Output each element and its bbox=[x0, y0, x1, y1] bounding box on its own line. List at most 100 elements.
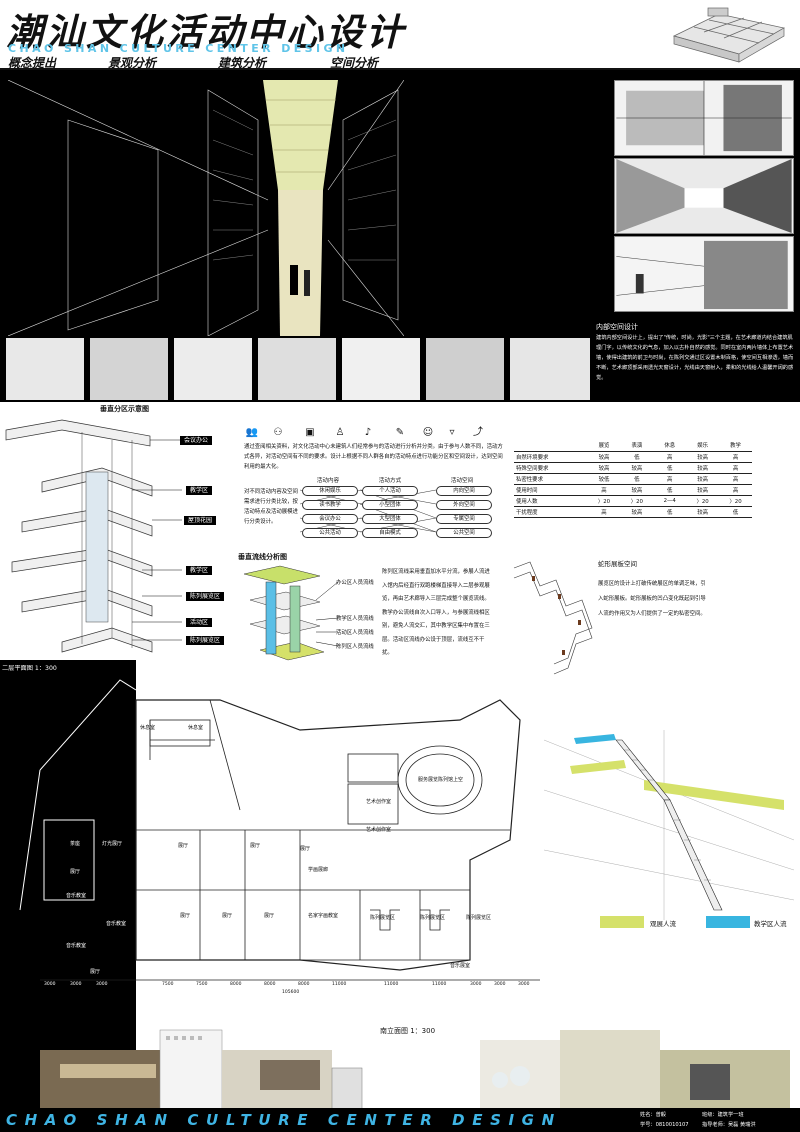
room-label: 艺术创作室 bbox=[366, 827, 392, 833]
table-cell: 高 bbox=[587, 484, 621, 496]
space-box-2: 外向空间 bbox=[436, 500, 492, 510]
tab-space[interactable]: 空间分析 bbox=[330, 56, 379, 70]
south-elevation-render bbox=[0, 1026, 790, 1110]
second-floor-plan bbox=[19, 679, 540, 981]
table-header: 教学 bbox=[719, 440, 752, 452]
dimension: 11000 bbox=[332, 982, 347, 987]
page-subtitle: CHAO SHAN CULTURE CENTER DESIGN bbox=[8, 42, 349, 55]
zone-label-roof-garden: 屋顶花园 bbox=[184, 516, 217, 525]
room-label: 休息室 bbox=[188, 725, 204, 731]
dimension: 7500 bbox=[196, 982, 208, 987]
tab-architecture[interactable]: 建筑分析 bbox=[218, 56, 267, 70]
zone-label-exhibition: 陈列展览区 bbox=[186, 592, 225, 601]
room-label: 服务展览陈列馆上空 bbox=[418, 777, 464, 783]
table-cell: 较高 bbox=[620, 462, 654, 474]
dimension: 3000 bbox=[518, 982, 530, 987]
table-cell: 低 bbox=[653, 506, 687, 518]
flow-leader-lines bbox=[316, 581, 338, 647]
space-box-3: 专属空间 bbox=[436, 514, 492, 524]
col-head-space: 活动空间 bbox=[450, 478, 474, 484]
side-render-1 bbox=[614, 80, 794, 156]
dance-icon: ☺ bbox=[422, 427, 434, 438]
zone-label-exhibition-2: 陈列展览区 bbox=[186, 636, 225, 645]
header-divider bbox=[0, 68, 800, 70]
table-row: 自然环境要求较高低高较高高 bbox=[514, 451, 752, 463]
legend-swatch-teaching bbox=[706, 916, 750, 928]
legend-label-visitor: 观展人流 bbox=[650, 920, 676, 928]
interior-perspective-render bbox=[8, 80, 404, 336]
table-row: 私密性要求较低低高较高高 bbox=[514, 473, 752, 485]
table-cell: 低 bbox=[653, 484, 687, 496]
vertical-zoning-title: 垂直分区示意图 bbox=[100, 405, 149, 413]
col-head-content: 活动内容 bbox=[316, 478, 340, 484]
interior-design-title: 内部空间设计 bbox=[596, 323, 638, 331]
exercise-icon: ⤴ bbox=[473, 427, 483, 438]
art-icon: ✎ bbox=[395, 427, 405, 438]
room-label: 展厅 bbox=[222, 913, 233, 919]
tab-concept[interactable]: 概念提出 bbox=[8, 56, 57, 70]
dimension: 3000 bbox=[44, 982, 56, 987]
dimension: 3000 bbox=[70, 982, 82, 987]
zone-label-teaching-2: 教学区 bbox=[186, 566, 213, 575]
footer-student-id: 学号：0810010107 bbox=[640, 1122, 689, 1128]
table-header: 表演 bbox=[620, 440, 654, 452]
room-label: 艺术创作室 bbox=[366, 799, 392, 805]
table-row: 使用时间高较高低较高高 bbox=[514, 484, 752, 496]
table-row: 干扰程度高较高低较高低 bbox=[514, 506, 752, 518]
dimension: 8000 bbox=[298, 982, 310, 987]
room-label: 陈列展览区 bbox=[420, 915, 446, 921]
zone-label-office: 会议办公 bbox=[180, 436, 213, 445]
table-cell: 使用时间 bbox=[514, 484, 588, 496]
room-label: 陈列展览区 bbox=[370, 915, 396, 921]
interior-thumb-2 bbox=[90, 338, 168, 400]
table-cell: 自然环境要求 bbox=[514, 451, 588, 463]
table-cell: 2—4 bbox=[653, 495, 687, 507]
table-header: 休息 bbox=[653, 440, 687, 452]
room-label: 学画展廊 bbox=[308, 867, 329, 873]
table-cell: 特殊空间要求 bbox=[514, 462, 588, 474]
table-cell: 较高 bbox=[686, 506, 720, 518]
space-requirement-table: 展览 表演 休息 娱乐 教学 自然环境要求较高低高较高高 特殊空间要求较高较高低… bbox=[514, 440, 752, 518]
interior-thumb-5 bbox=[342, 338, 420, 400]
room-label: 展厅 bbox=[300, 846, 311, 852]
legend-swatch-visitor bbox=[600, 916, 644, 928]
vertical-flow-diagram bbox=[243, 565, 324, 661]
activity-classification-note: 对不同活动内容及空间需求进行分类比较，按活动特点及活动展模进行分类设计。 bbox=[244, 489, 298, 525]
table-cell: 较高 bbox=[686, 451, 720, 463]
table-cell: 干扰程度 bbox=[514, 506, 588, 518]
table-cell: 高 bbox=[719, 473, 752, 485]
room-label: 音乐教室 bbox=[66, 943, 87, 949]
floor-plan-label: 二层平面图 1：300 bbox=[2, 665, 57, 672]
table-cell: 高 bbox=[587, 506, 621, 518]
snake-panel-diagram bbox=[513, 561, 593, 675]
content-box-3: 会议办公 bbox=[302, 514, 358, 524]
table-cell: 较低 bbox=[587, 473, 621, 485]
table-cell: 较高 bbox=[686, 473, 720, 485]
footer-title: CHAO SHAN CULTURE CENTER DESIGN bbox=[6, 1111, 562, 1129]
music-icon: ♪ bbox=[364, 427, 372, 438]
table-cell: 较高 bbox=[620, 484, 654, 496]
table-header-row: 展览 表演 休息 娱乐 教学 bbox=[514, 440, 752, 452]
room-label: 展厅 bbox=[70, 869, 81, 875]
table-cell: 较高 bbox=[587, 462, 621, 474]
table-cell: 使用人数 bbox=[514, 495, 588, 507]
group-people-icon: 👥 bbox=[245, 427, 259, 438]
space-box-4: 公共空间 bbox=[436, 528, 492, 538]
dimension: 7500 bbox=[162, 982, 174, 987]
reading-icon: ♙ bbox=[335, 427, 345, 438]
footer-name: 姓名：曾毅 bbox=[640, 1112, 666, 1118]
table-cell: 〉20 bbox=[686, 495, 720, 507]
table-cell: 〉20 bbox=[587, 495, 621, 507]
dimension: 8000 bbox=[264, 982, 276, 987]
tab-landscape[interactable]: 景观分析 bbox=[108, 56, 157, 70]
legend-label-teaching: 教学区人流 bbox=[754, 920, 787, 928]
content-box-4: 公共活动 bbox=[302, 528, 358, 538]
room-label: 展厅 bbox=[90, 969, 101, 975]
room-label: 展厅 bbox=[178, 843, 189, 849]
dimension: 11000 bbox=[384, 982, 399, 987]
table-cell: 较高 bbox=[686, 484, 720, 496]
table-cell: 〉20 bbox=[719, 495, 752, 507]
room-label: 休息室 bbox=[140, 725, 156, 731]
room-label: 陈列展览区 bbox=[466, 915, 492, 921]
content-box-2: 读书教学 bbox=[302, 500, 358, 510]
